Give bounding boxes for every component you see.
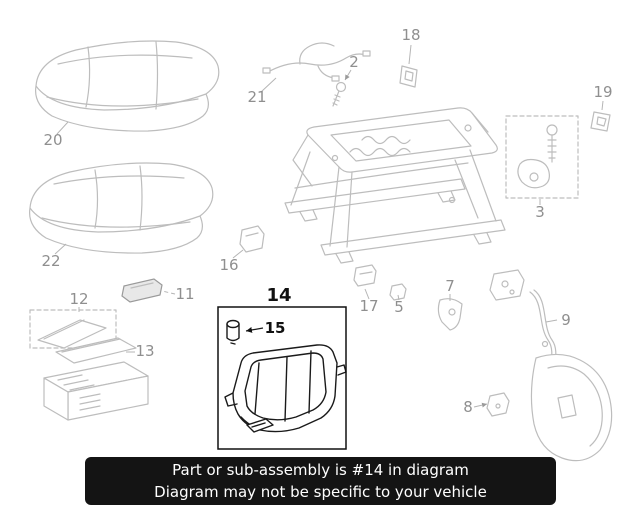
callout-13: 13 xyxy=(135,342,154,360)
part-19-clip xyxy=(590,111,611,132)
callout-17: 17 xyxy=(359,297,378,315)
callout-11: 11 xyxy=(175,285,194,303)
part-16-bracket xyxy=(239,225,265,253)
storage-drawer xyxy=(43,361,149,421)
callout-20: 20 xyxy=(43,131,62,149)
callout-22: 22 xyxy=(41,252,60,270)
part-18-clip xyxy=(399,65,418,88)
part-13-tray-insert xyxy=(55,337,137,364)
seat-side-trim-panel xyxy=(530,353,613,462)
part-15-damper-cylinder xyxy=(226,319,240,345)
callout-15-arrow xyxy=(245,327,264,333)
part-20-seat-cushion xyxy=(34,40,220,132)
part-8-clip xyxy=(486,392,510,417)
callout-7: 7 xyxy=(445,277,455,295)
callout-14-highlighted: 14 xyxy=(266,285,291,306)
callout-19: 19 xyxy=(593,83,612,101)
callout-8: 8 xyxy=(463,398,473,416)
part-21-wiring-harness xyxy=(262,42,371,82)
leader-lines xyxy=(54,44,604,408)
highlight-box xyxy=(217,306,347,450)
callout-5: 5 xyxy=(394,298,404,316)
part-2-bolt xyxy=(332,81,347,107)
seat-track-frame-assembly xyxy=(284,107,506,264)
notice-banner-line2: Diagram may not be specific to your vehi… xyxy=(154,483,487,501)
part-11-trim-bezel xyxy=(121,278,163,303)
part-7-bracket xyxy=(437,298,463,331)
callout-15-highlighted: 15 xyxy=(265,319,286,337)
part-14-seat-pan xyxy=(224,344,347,433)
part-22-seat-cushion xyxy=(28,162,214,254)
callout-9: 9 xyxy=(561,311,571,329)
callout-21: 21 xyxy=(247,88,266,106)
callout-12: 12 xyxy=(69,290,88,308)
part-12-storage-mat xyxy=(29,309,117,349)
part-5-clip xyxy=(389,283,407,301)
notice-banner: Part or sub-assembly is #14 in diagram D… xyxy=(85,457,556,505)
callout-3: 3 xyxy=(535,203,545,221)
part-3-boxed-hardware xyxy=(505,115,579,205)
callout-18: 18 xyxy=(401,26,420,44)
callout-16: 16 xyxy=(219,256,238,274)
part-17-bracket xyxy=(353,264,377,287)
callout-2: 2 xyxy=(349,53,359,71)
notice-banner-line1: Part or sub-assembly is #14 in diagram xyxy=(172,461,469,479)
